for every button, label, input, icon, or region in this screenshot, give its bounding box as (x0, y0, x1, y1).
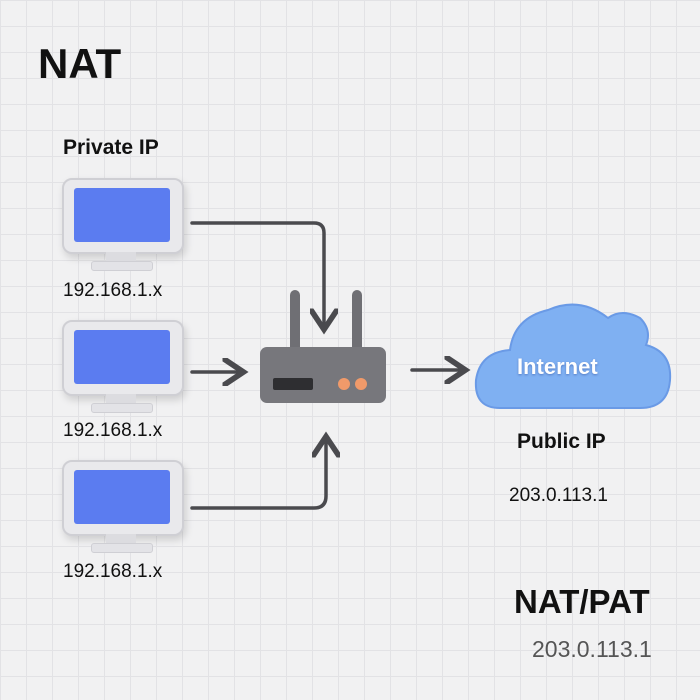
host-ip-2: 192.168.1.x (63, 420, 163, 441)
nat-pat-ip: 203.0.113.1 (532, 636, 652, 662)
host-ip-3: 192.168.1.x (63, 561, 163, 582)
nat-pat-title: NAT/PAT (514, 583, 650, 620)
monitor-icon (62, 320, 184, 396)
private-ip-label: Private IP (63, 136, 159, 159)
router-icon (260, 290, 386, 403)
diagram-title: NAT (38, 40, 122, 87)
arrow-host1-router (190, 221, 324, 326)
internet-label: Internet (517, 354, 598, 379)
host-ip-1: 192.168.1.x (63, 280, 163, 301)
public-ip-value: 203.0.113.1 (509, 485, 608, 506)
arrow-host3-router (190, 440, 326, 510)
public-ip-label: Public IP (517, 430, 606, 453)
cloud-icon (474, 303, 672, 409)
monitor-icon (62, 178, 184, 254)
